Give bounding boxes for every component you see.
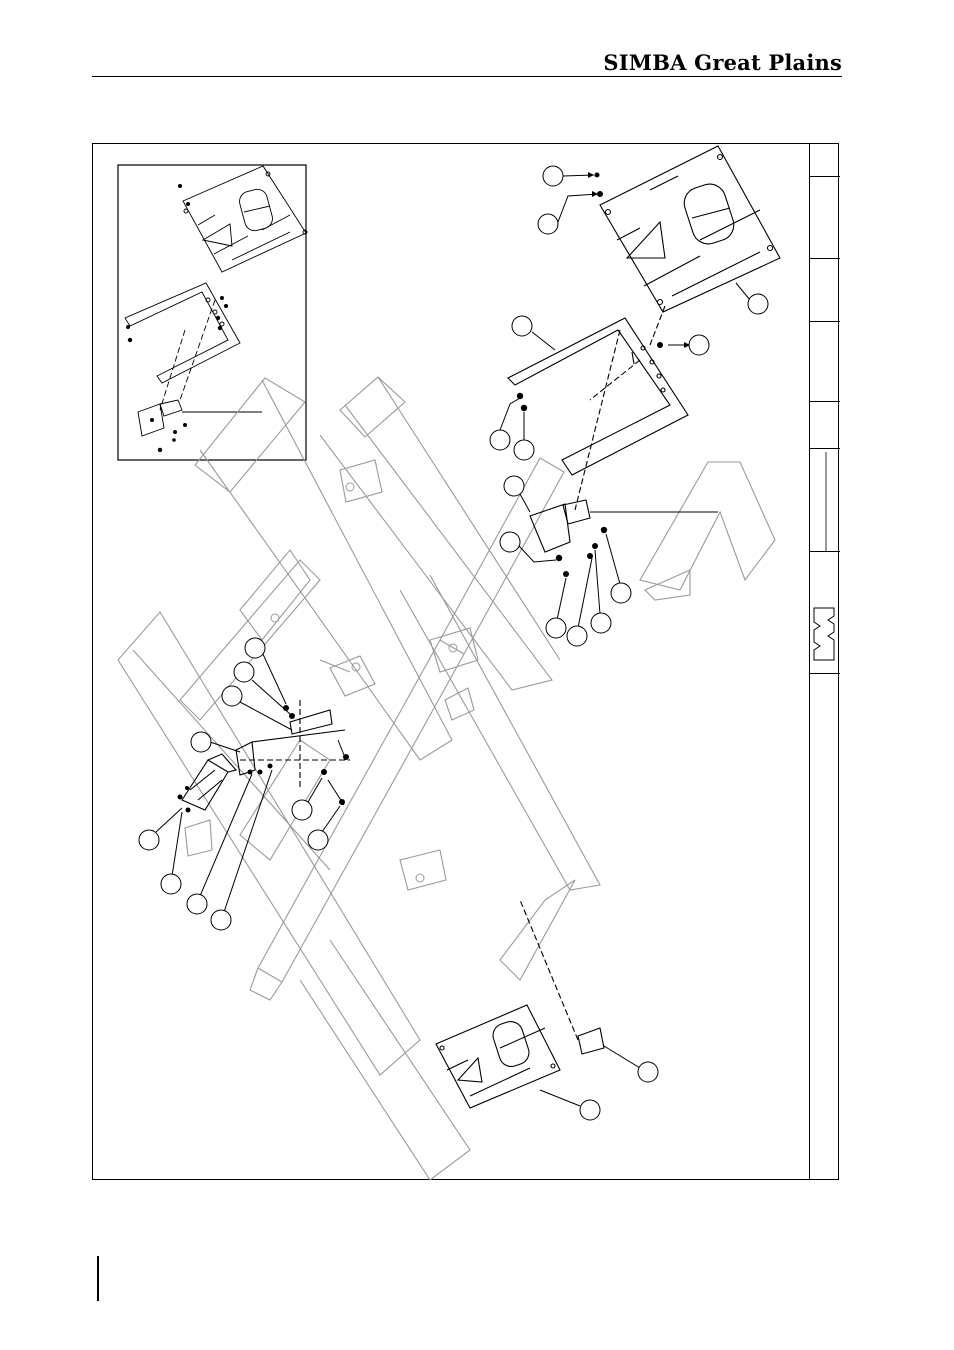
fasteners [178,173,664,813]
bottom-lamp-plate [436,900,604,1108]
top-right-lamp-plate [600,146,780,345]
top-right-bracket [530,500,718,552]
callout-bubbles [139,166,768,1120]
inset-u-frame [125,283,240,410]
margin-bar [97,1256,99,1301]
logo-icon [814,608,834,660]
chassis-frame [118,377,775,1180]
inset-detail-box [118,165,306,460]
inset-lamp-plate [183,166,307,272]
